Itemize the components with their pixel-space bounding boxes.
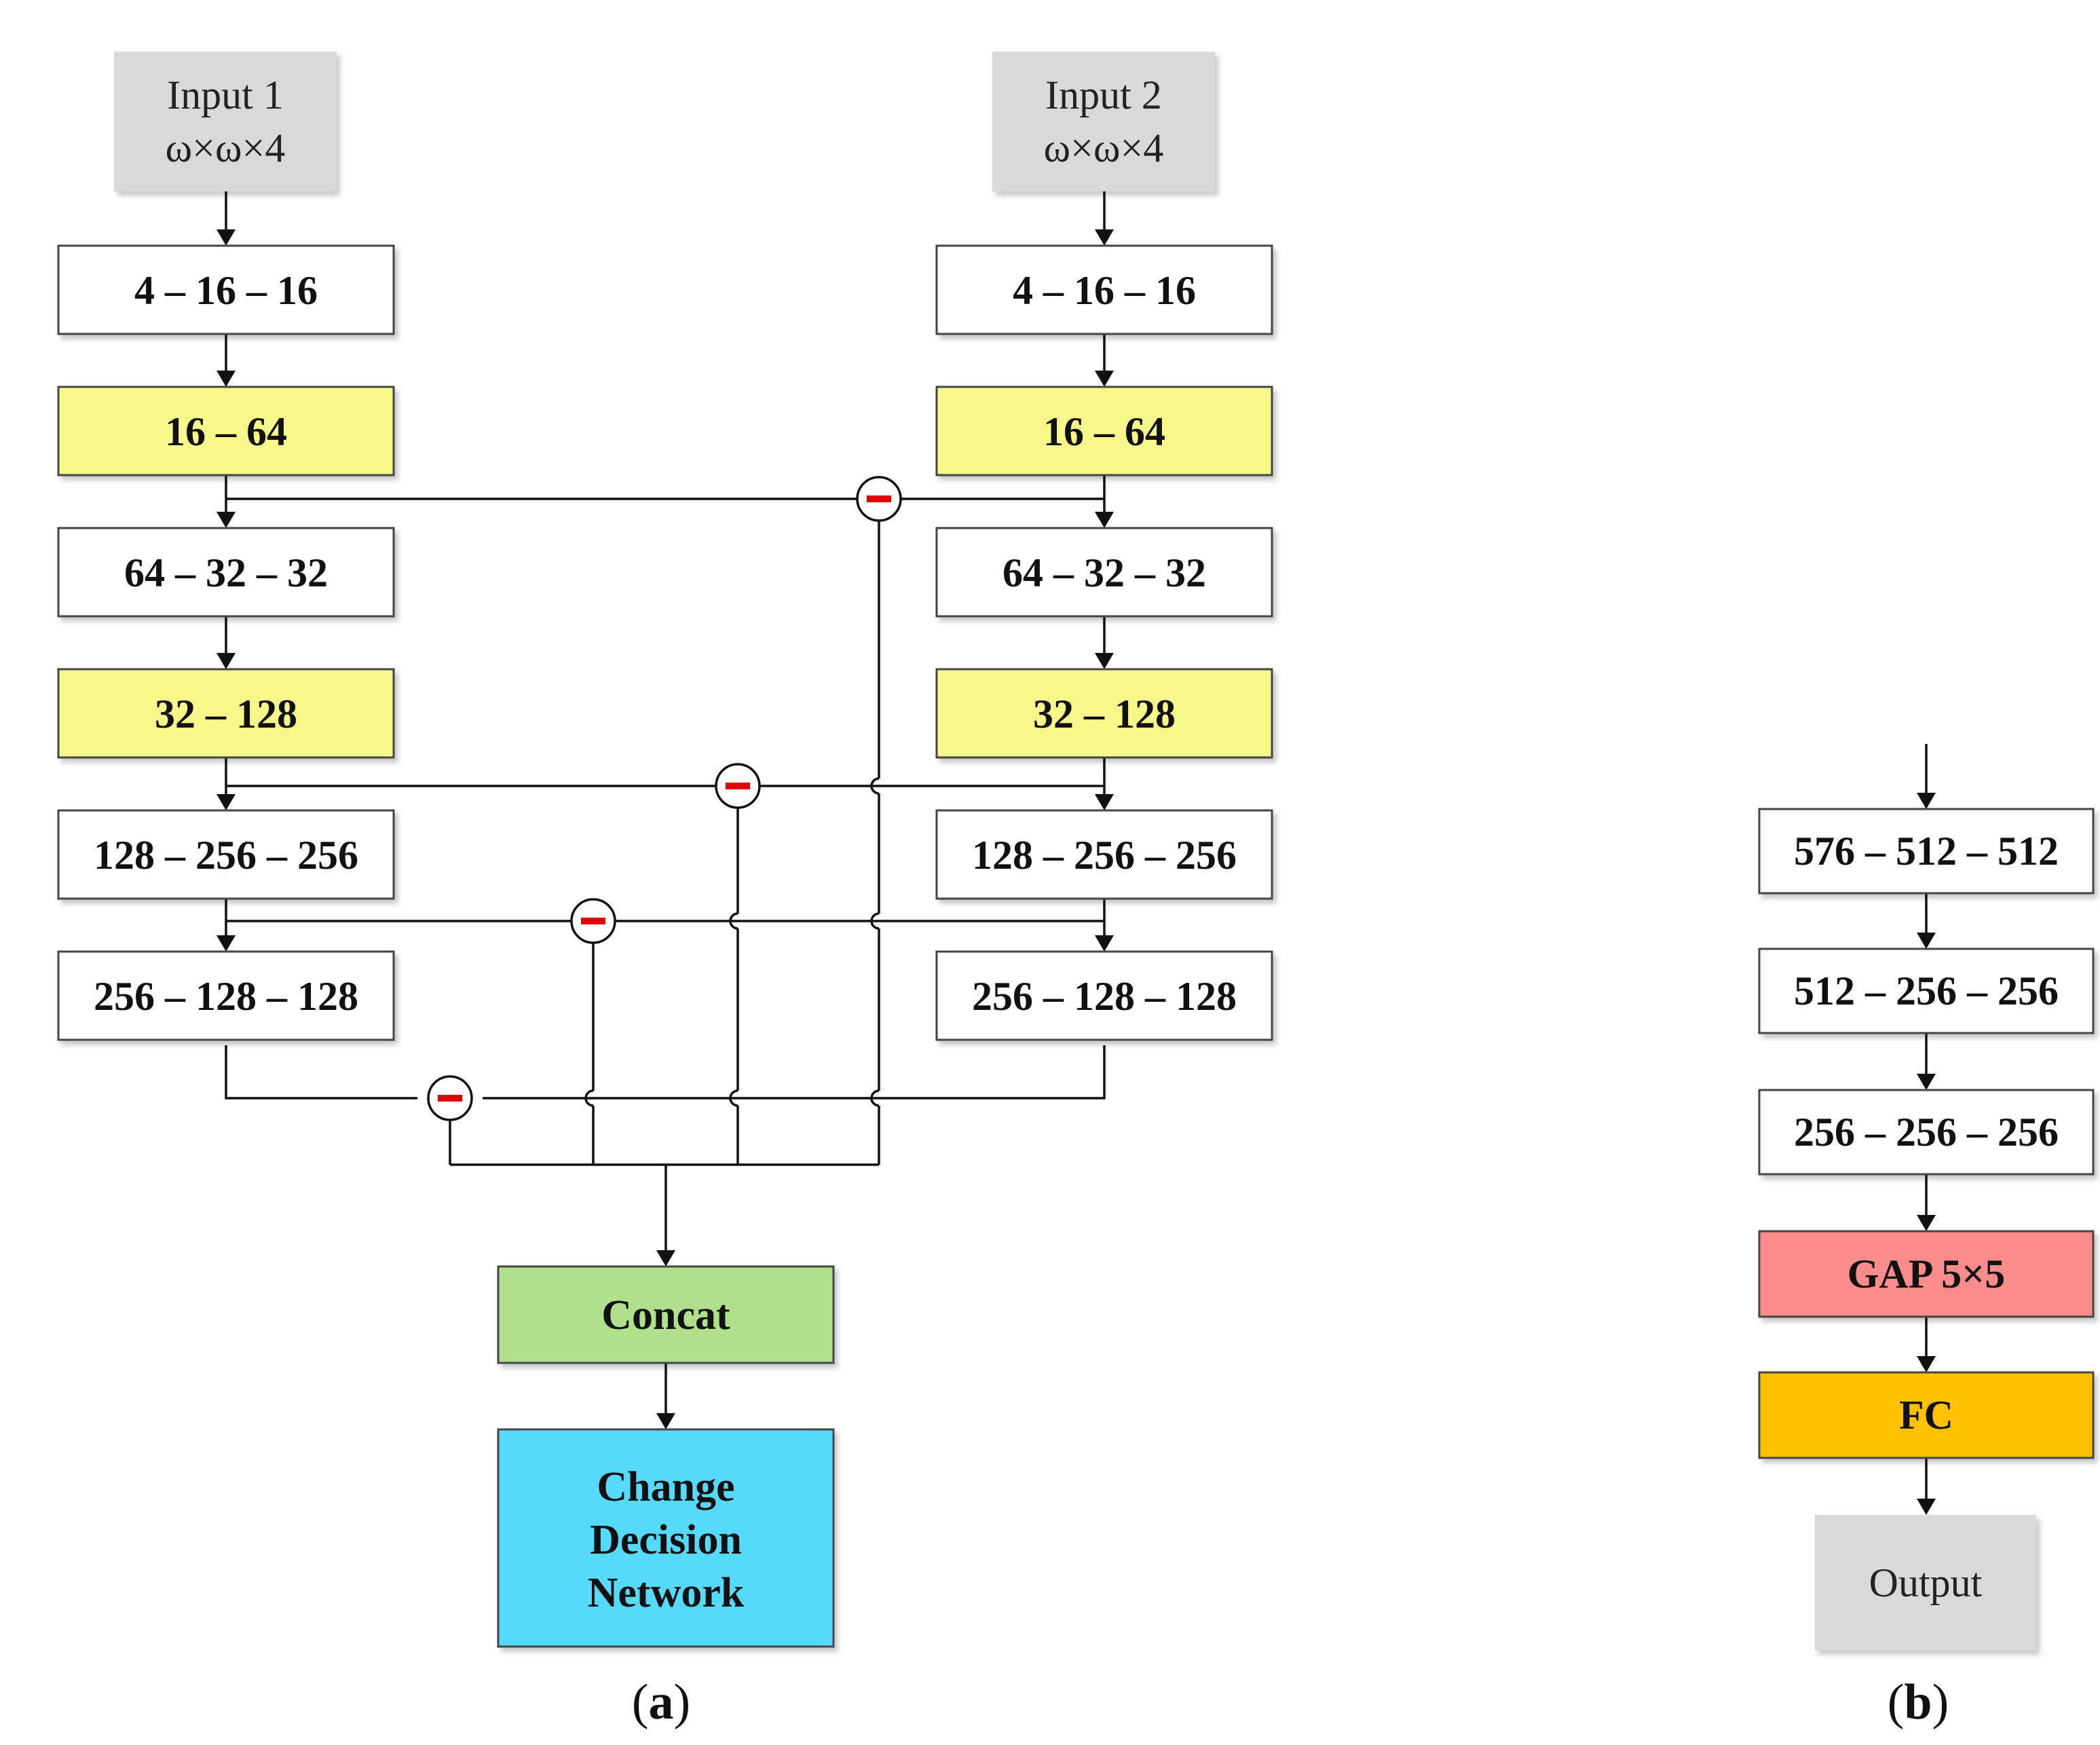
caption-b: (b) <box>1888 1674 1949 1730</box>
minus-circle-icon <box>570 898 616 944</box>
minus-circle-icon <box>427 1075 473 1121</box>
b2-layer-2-label: 16 – 64 <box>1043 409 1165 454</box>
fc-label: FC <box>1899 1393 1953 1438</box>
b1-layer-6-label: 256 – 128 – 128 <box>94 974 358 1019</box>
decision-label-line-2: Decision <box>590 1517 742 1563</box>
b2-layer-6: 256 – 128 – 128 <box>935 950 1273 1041</box>
input-1-title: Input 1 <box>167 73 284 117</box>
arrowhead <box>656 1250 675 1266</box>
input-2-shape: ω×ω×4 <box>1044 126 1164 170</box>
b1-layer-3-label: 64 – 32 – 32 <box>124 550 328 595</box>
decision-network-node: Change Decision Network <box>497 1428 835 1648</box>
diff-line-4 <box>225 1045 1106 1100</box>
input-1-shape: ω×ω×4 <box>166 126 286 170</box>
drop-line-3 <box>584 938 595 1165</box>
b1-layer-2: 16 – 64 <box>57 386 395 476</box>
b2-layer-3-label: 64 – 32 – 32 <box>1002 550 1206 595</box>
arrowhead <box>1095 512 1114 528</box>
b1-layer-5: 128 – 256 – 256 <box>57 809 395 900</box>
b2-layer-6-label: 256 – 128 – 128 <box>972 974 1237 1019</box>
arrowhead <box>217 512 236 528</box>
gap-label: GAP 5×5 <box>1848 1252 2006 1296</box>
branch-2: Input 2 ω×ω×4 4 – 16 – 16 16 – 64 64 – 3… <box>935 52 1273 1041</box>
b2-layer-3: 64 – 32 – 32 <box>935 527 1273 618</box>
b2-layer-2: 16 – 64 <box>935 386 1273 476</box>
b2-layer-4-label: 32 – 128 <box>1033 692 1176 736</box>
arrowhead <box>217 935 236 952</box>
caption-a-letter: a <box>649 1674 674 1730</box>
arrowhead <box>1095 935 1114 952</box>
fc-node: FC <box>1758 1371 2095 1459</box>
b1-layer-5-label: 128 – 256 – 256 <box>94 833 358 878</box>
arrowhead <box>1917 1074 1936 1090</box>
panel-b: 576 – 512 – 512 512 – 256 – 256 256 – 25… <box>1758 744 2095 1651</box>
b2-layer-5: 128 – 256 – 256 <box>935 809 1273 900</box>
arrowhead <box>1917 1499 1936 1515</box>
arrowhead <box>1095 371 1114 387</box>
b2-layer-1: 4 – 16 – 16 <box>935 244 1273 335</box>
minus-circle-icon <box>715 763 761 809</box>
arrowhead <box>217 653 236 669</box>
arrowhead <box>217 229 236 246</box>
gap-node: GAP 5×5 <box>1758 1230 2095 1318</box>
pb-layer-1-label: 576 – 512 – 512 <box>1794 829 2059 874</box>
b1-layer-1: 4 – 16 – 16 <box>57 244 395 335</box>
pb-layer-1: 576 – 512 – 512 <box>1758 808 2095 895</box>
caption-b-letter: b <box>1904 1674 1932 1730</box>
b1-layer-3: 64 – 32 – 32 <box>57 527 395 618</box>
b1-layer-2-label: 16 – 64 <box>165 409 287 454</box>
arrowhead <box>656 1413 675 1429</box>
drop-line-2 <box>729 803 739 1165</box>
b1-layer-4-label: 32 – 128 <box>155 692 297 736</box>
b1-layer-1-label: 4 – 16 – 16 <box>134 268 318 313</box>
arrowhead <box>1095 794 1114 810</box>
arrowhead <box>217 794 236 810</box>
pb-layer-3-label: 256 – 256 – 256 <box>1794 1110 2059 1155</box>
arrowhead <box>1917 933 1936 949</box>
input-1-node: Input 1 ω×ω×4 <box>114 52 337 191</box>
b2-layer-5-label: 128 – 256 – 256 <box>972 833 1237 878</box>
arrowhead <box>1917 793 1936 809</box>
b1-layer-4: 32 – 128 <box>57 668 395 759</box>
arrowhead <box>1095 653 1114 669</box>
b2-layer-1-label: 4 – 16 – 16 <box>1013 268 1196 313</box>
caption-a: (a) <box>632 1674 690 1730</box>
pb-layer-3: 256 – 256 – 256 <box>1758 1089 2095 1176</box>
arrowhead <box>217 371 236 387</box>
drop-line-1 <box>870 516 880 1165</box>
output-label: Output <box>1869 1560 1983 1605</box>
arrowhead <box>1917 1215 1936 1231</box>
output-node: Output <box>1815 1515 2036 1651</box>
branch-1: Input 1 ω×ω×4 4 – 16 – 16 16 – 64 64 – 3… <box>57 52 395 1041</box>
arrowhead <box>1095 229 1114 246</box>
minus-circle-icon <box>856 476 902 522</box>
difference-operators <box>427 476 902 1121</box>
input-2-title: Input 2 <box>1045 73 1162 117</box>
decision-label-line-3: Network <box>588 1570 745 1616</box>
arrowhead <box>1917 1356 1936 1372</box>
input-2-node: Input 2 ω×ω×4 <box>992 52 1215 191</box>
b2-layer-4: 32 – 128 <box>935 668 1273 759</box>
connector-lines <box>217 191 1114 1429</box>
pb-layer-2-label: 512 – 256 – 256 <box>1794 969 2059 1013</box>
b1-layer-6: 256 – 128 – 128 <box>57 950 395 1041</box>
concat-label: Concat <box>601 1292 730 1338</box>
pb-layer-2: 512 – 256 – 256 <box>1758 947 2095 1034</box>
concat-node: Concat <box>497 1265 835 1364</box>
decision-label-line-1: Change <box>597 1464 734 1510</box>
